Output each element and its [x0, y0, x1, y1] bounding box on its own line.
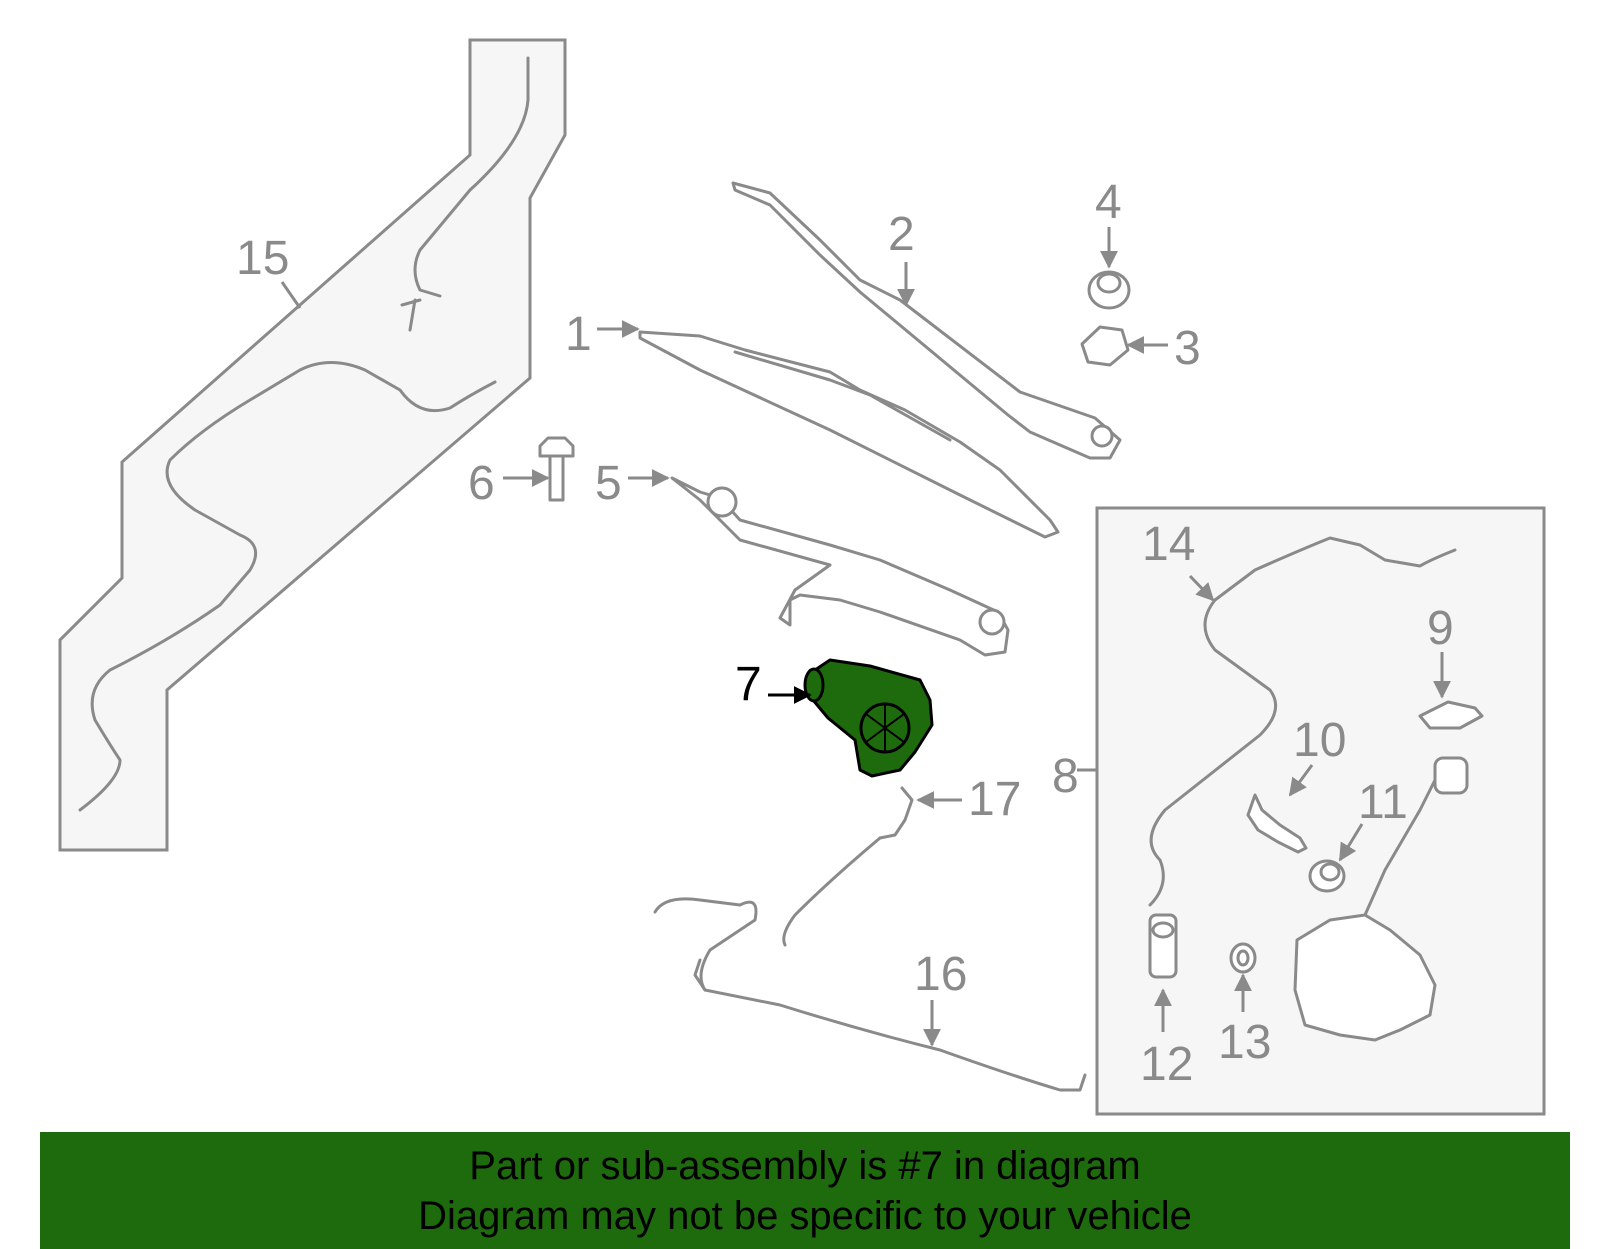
part-17-connector-hose: [782, 786, 914, 947]
part-2-wiper-arm: [731, 181, 1122, 460]
info-banner: Part or sub-assembly is #7 in diagram Di…: [40, 1132, 1570, 1249]
callout-7: 7: [735, 658, 762, 711]
callout-9: 9: [1427, 602, 1454, 655]
callout-8: 8: [1052, 750, 1079, 803]
callout-12: 12: [1140, 1038, 1193, 1091]
part-3-arm-cap: [1080, 325, 1130, 367]
leader-14: [1188, 574, 1215, 602]
part-12-washer-pump: [1148, 913, 1178, 979]
callout-5: 5: [595, 457, 622, 510]
callout-1: 1: [565, 308, 592, 361]
callout-13: 13: [1218, 1016, 1271, 1069]
part-10-level-sensor: [1246, 793, 1308, 854]
callout-16: 16: [914, 948, 967, 1001]
callout-17: 17: [968, 773, 1021, 826]
leader-15: [280, 281, 302, 309]
part-15-washer-hose-panel: [58, 38, 567, 852]
callout-15: 15: [236, 232, 289, 285]
part-8-washer-reservoir-box: [1095, 506, 1546, 1116]
part-11-grommet: [1308, 859, 1346, 893]
part-13-pump-grommet: [1229, 942, 1257, 974]
leader-10: [1288, 764, 1314, 797]
callout-6: 6: [468, 457, 495, 510]
part-4-nut: [1087, 270, 1131, 310]
callout-11: 11: [1358, 776, 1408, 829]
callout-10: 10: [1293, 714, 1346, 767]
part-5-wiper-linkage: [670, 476, 1010, 657]
callout-3: 3: [1174, 322, 1201, 375]
banner-line-part-info: Part or sub-assembly is #7 in diagram: [469, 1143, 1141, 1188]
part-7-wiper-motor[interactable]: [803, 658, 934, 778]
callout-14: 14: [1142, 518, 1195, 571]
part-14-reservoir-hose: [1148, 536, 1457, 907]
callout-4: 4: [1095, 176, 1122, 229]
part-16-washer-hose: [653, 897, 1087, 1092]
callout-2: 2: [888, 208, 915, 261]
part-9-filler-cap: [1418, 700, 1484, 730]
leader-11: [1338, 823, 1364, 862]
banner-line-disclaimer: Diagram may not be specific to your vehi…: [418, 1193, 1192, 1238]
part-1-wiper-blade: [638, 330, 1060, 539]
part-6-bolt: [538, 436, 575, 502]
